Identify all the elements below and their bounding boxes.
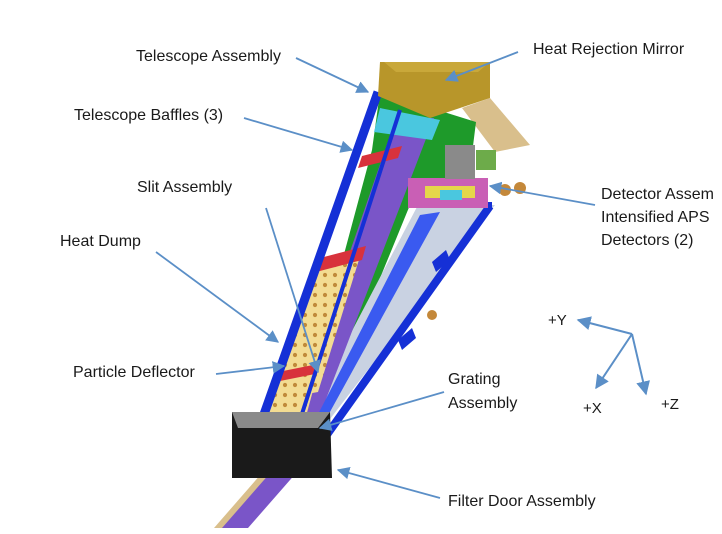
leader-heat-rejection-mirror	[444, 51, 519, 82]
axis-x-arrow	[595, 333, 633, 390]
label-heat-dump: Heat Dump	[60, 233, 141, 250]
mount-knob	[427, 310, 437, 320]
filter-door-top	[232, 412, 330, 428]
leader-telescope-assembly	[295, 57, 370, 93]
heat-rejection-mirror	[378, 62, 490, 118]
frame-right	[322, 203, 494, 439]
baffle-3	[275, 364, 318, 382]
detector-grey	[445, 145, 475, 179]
leader-grating-assembly	[318, 391, 445, 431]
label-telescope-baffles: Telescope Baffles (3)	[74, 107, 224, 124]
label-detector-line1: Detector Assem	[601, 186, 714, 203]
leader-particle-deflector	[215, 361, 286, 375]
mirror-top	[384, 62, 490, 72]
label-filter-door-assembly: Filter Door Assembly	[448, 493, 596, 510]
label-particle-deflector: Particle Deflector	[73, 364, 195, 381]
label-detector-line2: Intensified APS	[601, 209, 710, 226]
label-grating-line1: Grating	[448, 371, 501, 388]
axis-label-z: +Z	[661, 396, 679, 413]
detector-green	[476, 150, 496, 170]
leader-filter-door	[336, 466, 441, 499]
mirror-cone	[462, 98, 530, 152]
label-detector-line3: Detectors (2)	[601, 232, 694, 249]
frame-rib-1	[432, 250, 450, 272]
axis-y-arrow	[576, 316, 633, 335]
frame-rib-2	[398, 328, 416, 350]
axis-z-arrow	[631, 333, 650, 396]
label-heat-rejection-mirror: Heat Rejection Mirror	[533, 41, 685, 58]
baffle-1	[358, 146, 402, 168]
axis-label-y: +Y	[548, 312, 567, 329]
leader-heat-dump	[155, 251, 280, 343]
label-grating-line2: Assembly	[448, 395, 518, 412]
leader-telescope-baffles	[243, 117, 354, 153]
heat-dump-panel	[274, 250, 362, 400]
leader-slit-assembly	[265, 207, 321, 374]
coordinate-axes	[576, 316, 650, 396]
leader-detector	[488, 181, 596, 206]
filter-door	[232, 412, 332, 478]
detector-beam	[310, 212, 440, 430]
telescope-box	[374, 108, 440, 140]
axis-label-x: +X	[583, 400, 602, 417]
label-slit-assembly: Slit Assembly	[137, 179, 233, 196]
leader-lines	[155, 51, 596, 499]
label-telescope-assembly: Telescope Assembly	[136, 48, 281, 65]
detector-cyan	[440, 190, 462, 200]
